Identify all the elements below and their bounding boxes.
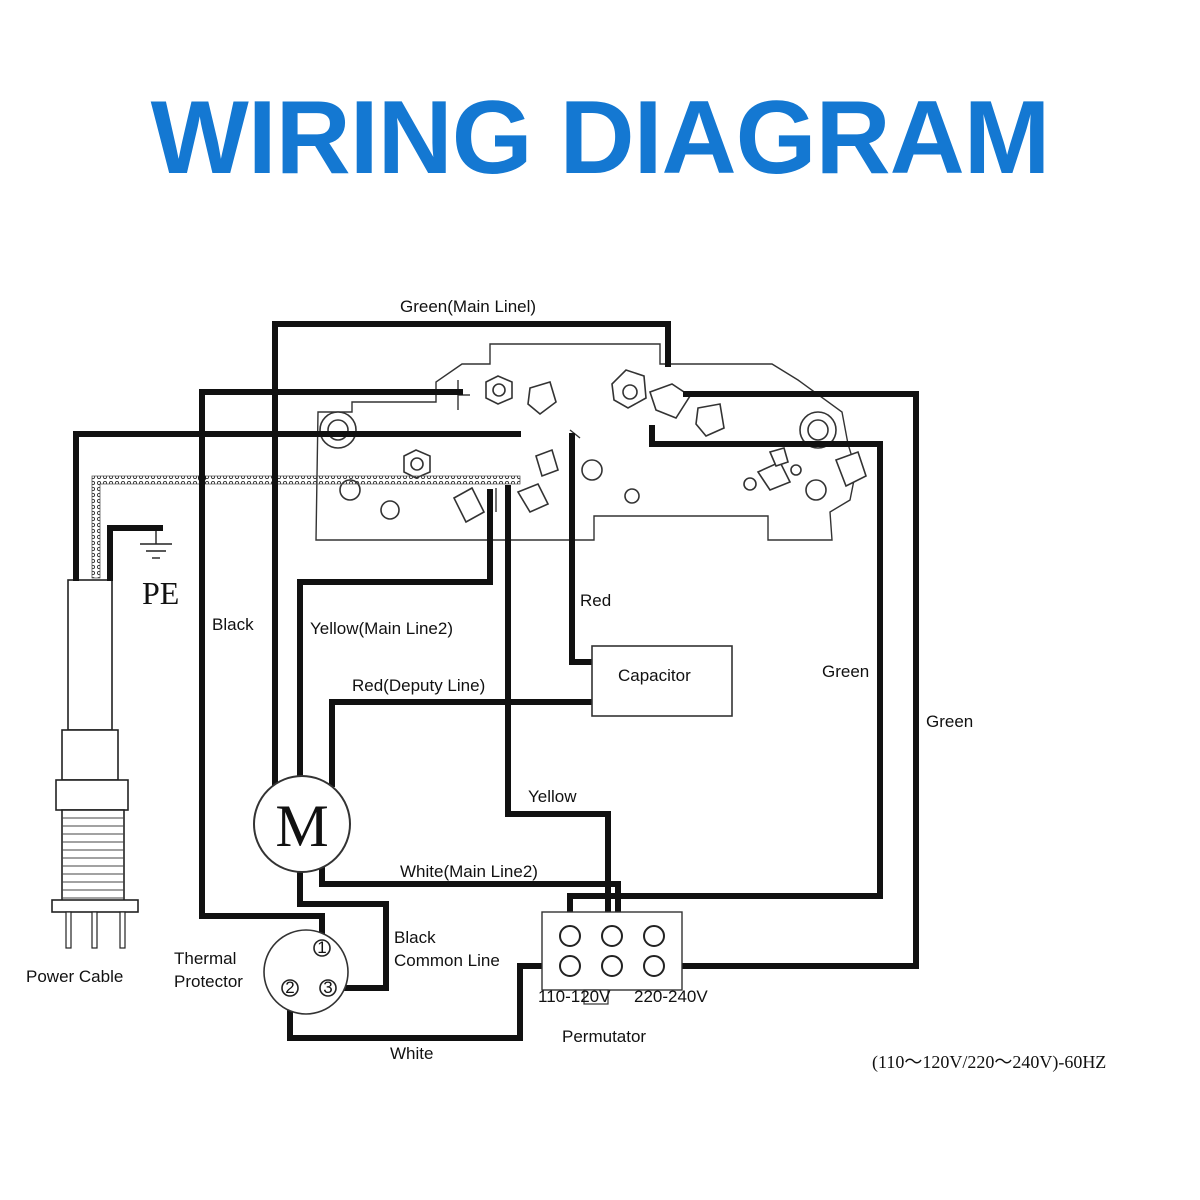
wire-pe xyxy=(107,525,163,581)
wire-cable-black xyxy=(73,431,521,581)
wire-black-common-line xyxy=(297,859,389,991)
label-yellow: Yellow xyxy=(528,787,577,806)
capacitor-icon: Capacitor xyxy=(591,645,733,717)
plug-icon xyxy=(51,579,139,949)
label-pe: PE xyxy=(142,575,179,611)
permutator-icon: 110-120V 220-240V xyxy=(538,911,708,1006)
thermal-protector-icon: 1 2 3 xyxy=(263,929,349,1015)
labels: Green(Main Linel) Black Yellow(Main Line… xyxy=(26,297,1106,1073)
permutator-left-label: 110-120V xyxy=(538,987,611,1006)
label-black: Black xyxy=(212,615,254,634)
switch-mechanism xyxy=(315,343,867,541)
label-green-outer: Green xyxy=(926,712,973,731)
page-title: WIRING DIAGRAM xyxy=(150,80,1051,196)
wire-red-capacitor xyxy=(569,433,593,665)
label-black-common-2: Common Line xyxy=(394,951,500,970)
wire-black xyxy=(199,389,463,945)
ground-icon xyxy=(140,528,172,559)
wire-white-main-line2 xyxy=(319,859,621,937)
label-green-main-line1: Green(Main Linel) xyxy=(400,297,536,316)
wires xyxy=(73,321,919,1041)
wire-yellow-permutator xyxy=(505,485,611,937)
wire-red-deputy-line xyxy=(329,699,593,787)
braided-wire xyxy=(91,475,521,579)
terminal-1-label: 1 xyxy=(317,938,326,957)
capacitor-label: Capacitor xyxy=(618,666,691,685)
wire-green-outer xyxy=(651,391,919,969)
terminal-2-label: 2 xyxy=(285,978,294,997)
label-red-deputy-line: Red(Deputy Line) xyxy=(352,676,485,695)
permutator-right-label: 220-240V xyxy=(634,987,708,1006)
label-thermal-2: Protector xyxy=(174,972,243,991)
motor-icon: M xyxy=(253,775,351,873)
label-thermal-1: Thermal xyxy=(174,949,236,968)
voltage-spec: (110～120V/220～240V)-60HZ xyxy=(872,1052,1106,1073)
motor-label: M xyxy=(275,793,328,859)
wire-green-main-line1 xyxy=(272,321,671,787)
wire-green-inner xyxy=(567,425,883,937)
wire-yellow-main-line2 xyxy=(297,489,493,787)
label-power-cable: Power Cable xyxy=(26,967,123,986)
label-green-inner: Green xyxy=(822,662,869,681)
label-red: Red xyxy=(580,591,611,610)
label-white-main-line2: White(Main Line2) xyxy=(400,862,538,881)
label-black-common-1: Black xyxy=(394,928,436,947)
wire-white xyxy=(287,963,569,1041)
label-white: White xyxy=(390,1044,433,1063)
terminal-3-label: 3 xyxy=(323,978,332,997)
label-yellow-main-line2: Yellow(Main Line2) xyxy=(310,619,453,638)
label-permutator: Permutator xyxy=(562,1027,646,1046)
